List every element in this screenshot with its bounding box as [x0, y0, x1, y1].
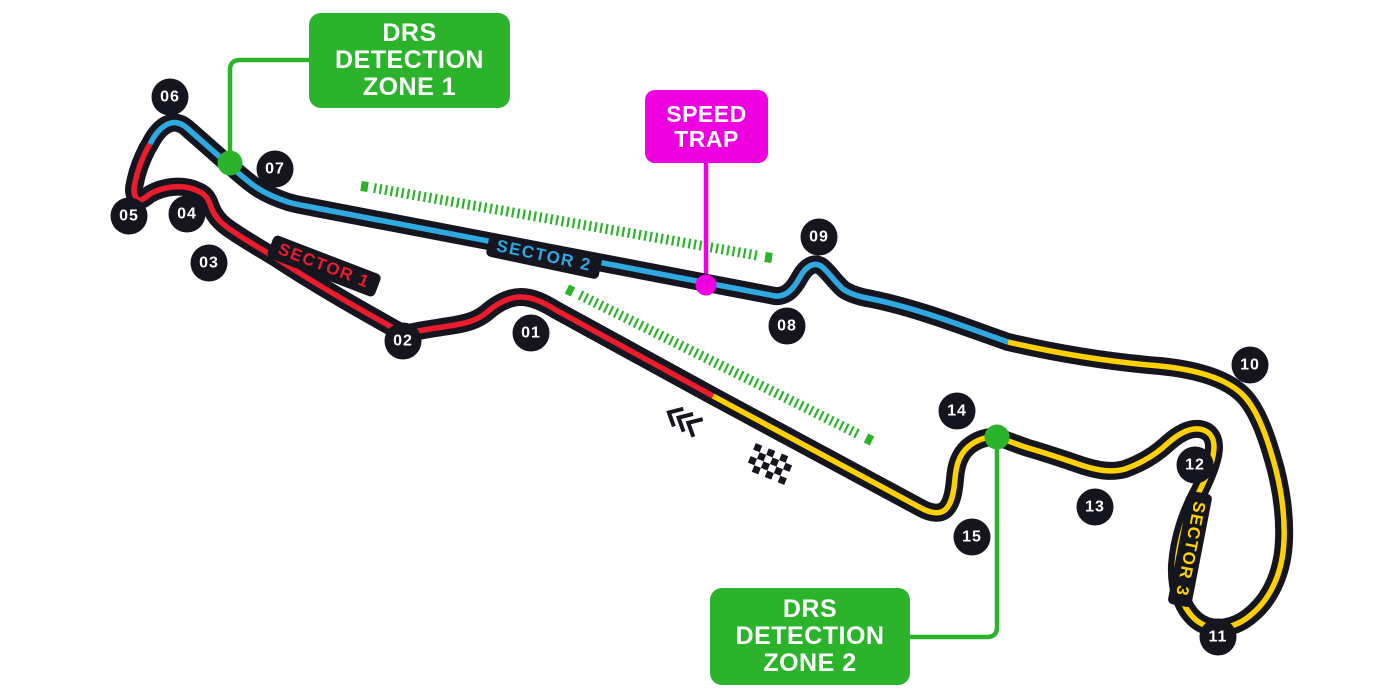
turn-badge-9: 09 — [800, 218, 838, 256]
turn-badge-7: 07 — [256, 150, 294, 188]
drs-strip-end-square — [764, 252, 773, 263]
sector-2-line — [147, 119, 1009, 345]
speed-trap-line-2: TRAP — [674, 125, 739, 152]
drs-zone-1-line-2: DETECTION — [335, 46, 484, 74]
drs-detection-zone-2-box: DRS DETECTION ZONE 2 — [710, 588, 910, 685]
drs-zone-1-connector-line — [227, 57, 309, 162]
drs-zone-2-line-2: DETECTION — [735, 622, 885, 650]
drs-strip-start-square — [564, 284, 576, 297]
drs-strip-end-square — [863, 433, 875, 446]
drs-detection-point-1 — [217, 150, 243, 176]
direction-chevrons-icon — [666, 406, 704, 438]
drs-zone-strip-2 — [564, 284, 875, 446]
turn-badge-10: 10 — [1231, 346, 1269, 384]
speed-trap-line-1: SPEED — [666, 100, 747, 127]
drs-zone-1-line-1: DRS — [382, 19, 437, 47]
turn-badge-6: 06 — [151, 78, 189, 116]
drs-zone-strip-1 — [360, 181, 773, 263]
turn-badge-12: 12 — [1176, 446, 1214, 484]
turn-badge-3: 03 — [190, 244, 228, 282]
drs-zone-1-line-3: ZONE 1 — [362, 73, 457, 101]
turn-badge-14: 14 — [938, 392, 976, 430]
speed-trap-point — [695, 274, 717, 296]
drs-strip-ticks — [373, 183, 761, 261]
turn-badge-15: 15 — [953, 518, 991, 556]
turn-badge-1: 01 — [512, 314, 550, 352]
drs-zone-2-connector-line — [909, 436, 1000, 640]
track-outline — [125, 113, 1294, 637]
turn-badge-13: 13 — [1076, 488, 1114, 526]
drs-detection-zone-1-box: DRS DETECTION ZONE 1 — [309, 13, 510, 108]
turn-badge-5: 05 — [110, 197, 148, 235]
turn-badge-2: 02 — [384, 322, 422, 360]
turn-badge-4: 04 — [168, 195, 206, 233]
speed-trap-box: SPEED TRAP — [645, 90, 768, 163]
drs-zone-2-line-3: ZONE 2 — [763, 649, 857, 677]
drs-strip-start-square — [360, 181, 369, 192]
checkered-flag-icon — [743, 441, 797, 487]
turn-badge-8: 08 — [768, 307, 806, 345]
sector-3-line — [711, 339, 1287, 631]
drs-zone-2-line-1: DRS — [782, 595, 838, 623]
drs-detection-point-2 — [984, 424, 1010, 450]
drs-strip-ticks — [577, 290, 863, 440]
turn-badge-11: 11 — [1199, 618, 1237, 656]
